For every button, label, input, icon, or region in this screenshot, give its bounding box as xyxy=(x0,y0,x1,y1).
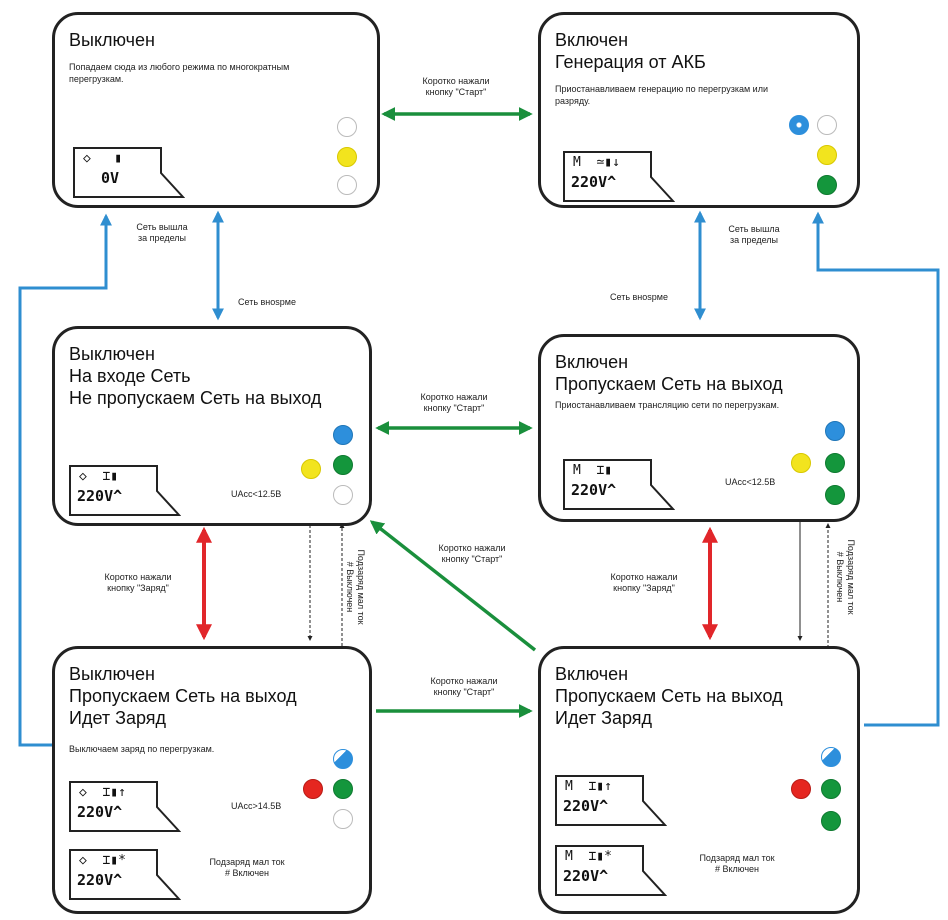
lcd-icons: M ⌶▮↑ xyxy=(565,779,612,794)
led-red-icon xyxy=(303,779,323,799)
lcd-icons: M ≃▮↓ xyxy=(573,155,620,170)
led-yellow-icon xyxy=(817,145,837,165)
lcd-value: 220V^ xyxy=(77,871,123,889)
led-green-icon xyxy=(333,455,353,475)
lcd-icons: M ⌶▮ xyxy=(573,463,613,478)
led-off-icon xyxy=(337,175,357,195)
lcd-display-2: M ⌶▮* 220V^ xyxy=(555,845,667,897)
led-blue-half-icon xyxy=(333,749,353,769)
led-green-icon xyxy=(825,485,845,505)
lcd-display-2: ◇ ⌶▮* 220V^ xyxy=(69,849,181,901)
uacc-label: UAcc<12.5B xyxy=(725,477,776,487)
state-on-battery: Включен Генерация от АКБ Приостанавливае… xyxy=(538,12,860,208)
state-title: Включен Пропускаем Сеть на выход xyxy=(555,352,783,394)
state-title: Выключен На входе Сеть Не пропускаем Сет… xyxy=(69,344,322,408)
lcd-value: 220V^ xyxy=(77,803,123,821)
led-off-icon xyxy=(337,117,357,137)
led-blue-half-icon xyxy=(821,747,841,767)
lcd-value: 220V^ xyxy=(571,173,617,191)
lcd-icons: ◇ ⌶▮ xyxy=(79,469,119,484)
lcd-display: ◇ ▮ 0V xyxy=(73,147,185,199)
lcd-value: 220V^ xyxy=(563,797,609,815)
state-description: Попадаем сюда из любого режима по многок… xyxy=(69,62,290,84)
state-title: Выключен Пропускаем Сеть на выход Идет З… xyxy=(69,664,297,728)
state-off-charging: Выключен Пропускаем Сеть на выход Идет З… xyxy=(52,646,372,914)
lcd-display: M ⌶▮ 220V^ xyxy=(563,459,675,511)
lcd-icons: ◇ ⌶▮* xyxy=(79,853,126,868)
label-grid-ok-right: Сеть вноsрме xyxy=(610,292,668,302)
led-blue-icon xyxy=(825,421,845,441)
state-off-overload: Выключен Попадаем сюда из любого режима … xyxy=(52,12,380,208)
trickle-on-note: Подзаряд мал ток # Включен xyxy=(209,857,285,878)
led-off-icon xyxy=(333,485,353,505)
arrow-start-diagonal xyxy=(369,520,537,652)
state-off-grid: Выключен На входе Сеть Не пропускаем Сет… xyxy=(52,326,372,526)
led-yellow-icon xyxy=(301,459,321,479)
state-title: Выключен xyxy=(69,30,155,50)
lcd-value: 220V^ xyxy=(563,867,609,885)
lcd-icons: ◇ ▮ xyxy=(83,151,123,166)
label-trickle-off-right: Подзаряд мал ток# Выключен xyxy=(835,539,856,615)
lcd-value: 220V^ xyxy=(77,487,123,505)
label-trickle-off-left: Подзаряд мал ток# Выключен xyxy=(345,549,366,625)
led-green-icon xyxy=(817,175,837,195)
led-blue-blinking-icon xyxy=(789,115,809,135)
state-description: Приостанавливаем генерацию по перегрузка… xyxy=(555,84,768,106)
lcd-display-1: ◇ ⌶▮↑ 220V^ xyxy=(69,781,181,833)
lcd-display: ◇ ⌶▮ 220V^ xyxy=(69,465,181,517)
led-yellow-icon xyxy=(791,453,811,473)
state-description: Выключаем заряд по перегрузкам. xyxy=(69,744,215,754)
state-title: Включен Генерация от АКБ xyxy=(555,30,706,72)
trickle-on-note: Подзаряд мал ток # Включен xyxy=(699,853,775,874)
led-green-icon xyxy=(825,453,845,473)
lcd-icons: ◇ ⌶▮↑ xyxy=(79,785,126,800)
arrow-overload-right xyxy=(812,211,940,727)
led-blue-icon xyxy=(333,425,353,445)
label-grid-ok-left: Сеть вноsрме xyxy=(238,297,296,307)
lcd-icons: M ⌶▮* xyxy=(565,849,612,864)
state-description: Приостанавливаем трансляцию сети по пере… xyxy=(555,400,780,410)
state-on-passthrough: Включен Пропускаем Сеть на выход Приоста… xyxy=(538,334,860,522)
lcd-value: 220V^ xyxy=(571,481,617,499)
led-yellow-icon xyxy=(337,147,357,167)
arrow-overload-left xyxy=(18,213,112,747)
uacc-label: UAcc<12.5B xyxy=(231,489,282,499)
state-title: Включен Пропускаем Сеть на выход Идет За… xyxy=(555,664,783,728)
led-red-icon xyxy=(791,779,811,799)
led-green-icon xyxy=(821,811,841,831)
led-off-icon xyxy=(333,809,353,829)
state-on-charging: Включен Пропускаем Сеть на выход Идет За… xyxy=(538,646,860,914)
uacc-label: UAcc>14.5B xyxy=(231,801,282,811)
lcd-display: M ≃▮↓ 220V^ xyxy=(563,151,675,203)
led-off-icon xyxy=(817,115,837,135)
lcd-display-1: M ⌶▮↑ 220V^ xyxy=(555,775,667,827)
led-green-icon xyxy=(821,779,841,799)
lcd-value: 0V xyxy=(101,169,120,187)
led-green-icon xyxy=(333,779,353,799)
